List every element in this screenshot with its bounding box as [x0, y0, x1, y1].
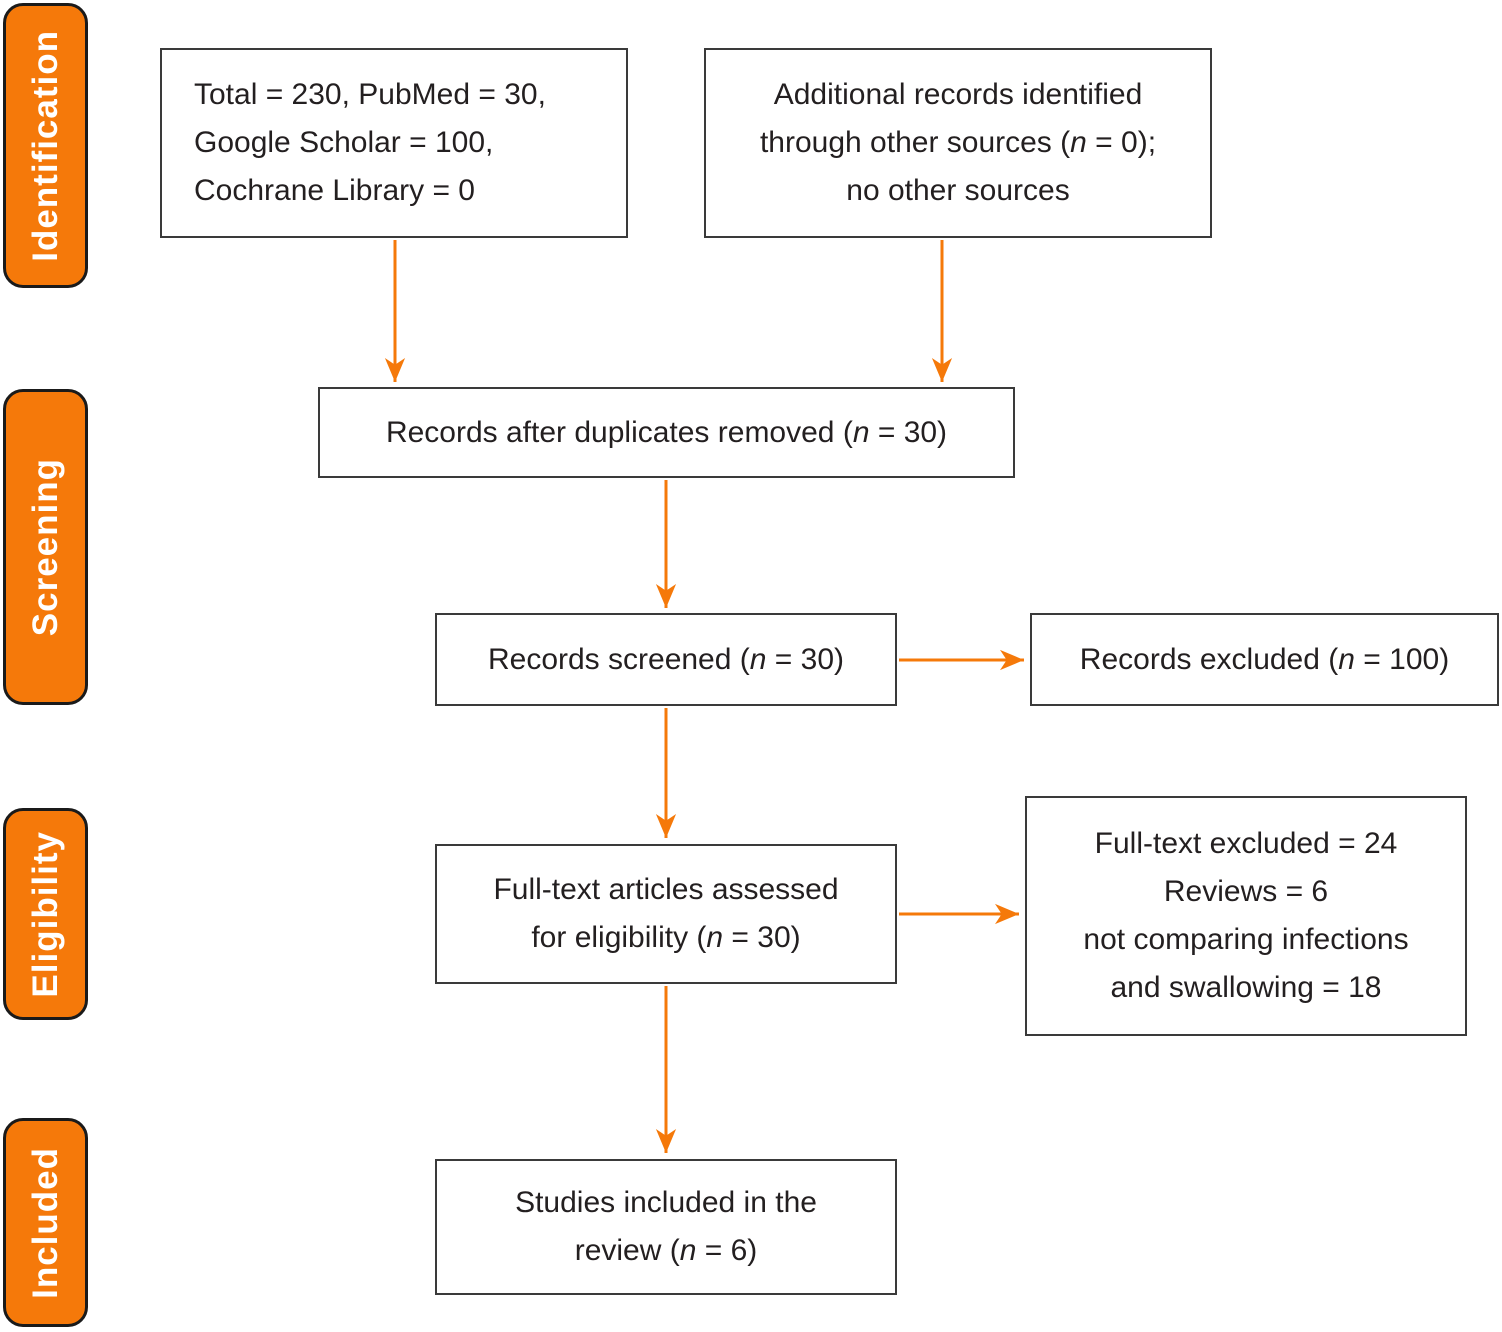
box-additional-line1: Additional records identified [773, 78, 1143, 111]
box-records-identified-sources: Total = 230, PubMed = 30, Google Scholar… [160, 48, 628, 238]
box-fulltext-excluded-line2: Reviews = 6 [1163, 875, 1329, 908]
box-sources-line2: Google Scholar = 100, [194, 126, 494, 159]
stage-label-identification: Identification [3, 3, 88, 288]
box-fulltext-excluded-line1: Full-text excluded = 24 [1094, 827, 1398, 860]
stage-label-eligibility-text: Eligibility [25, 830, 65, 998]
box-studies-included: Studies included in the review (n = 6) [435, 1159, 897, 1295]
stage-label-identification-text: Identification [25, 29, 65, 262]
box-included-line1: Studies included in the [515, 1186, 817, 1219]
stage-label-included-text: Included [25, 1146, 65, 1299]
box-fulltext-excluded-line4: and swallowing = 18 [1110, 971, 1382, 1004]
box-fulltext-excluded-line3: not comparing infections [1083, 923, 1409, 956]
box-sources-line1: Total = 230, PubMed = 30, [194, 78, 546, 111]
box-sources-line3: Cochrane Library = 0 [194, 174, 475, 207]
stage-label-screening: Screening [3, 389, 88, 705]
box-screened-text: Records screened (n = 30) [487, 642, 845, 676]
box-fulltext-assessed: Full-text articles assessed for eligibil… [435, 844, 897, 984]
box-fulltext-excluded: Full-text excluded = 24 Reviews = 6 not … [1025, 796, 1467, 1036]
box-excluded-text: Records excluded (n = 100) [1079, 642, 1450, 676]
box-additional-line2: through other sources (n = 0); [759, 126, 1157, 159]
stage-label-eligibility: Eligibility [3, 808, 88, 1020]
box-records-screened: Records screened (n = 30) [435, 613, 897, 706]
box-included-line2: review (n = 6) [574, 1234, 758, 1267]
box-records-after-duplicates: Records after duplicates removed (n = 30… [318, 387, 1015, 478]
box-fulltext-line1: Full-text articles assessed [493, 873, 839, 906]
stage-label-included: Included [3, 1118, 88, 1327]
box-duplicates-text: Records after duplicates removed (n = 30… [385, 415, 948, 449]
stage-label-screening-text: Screening [25, 457, 65, 637]
box-additional-line3: no other sources [846, 174, 1070, 207]
box-additional-records: Additional records identified through ot… [704, 48, 1212, 238]
box-fulltext-line2: for eligibility (n = 30) [531, 921, 801, 954]
box-records-excluded: Records excluded (n = 100) [1030, 613, 1499, 706]
